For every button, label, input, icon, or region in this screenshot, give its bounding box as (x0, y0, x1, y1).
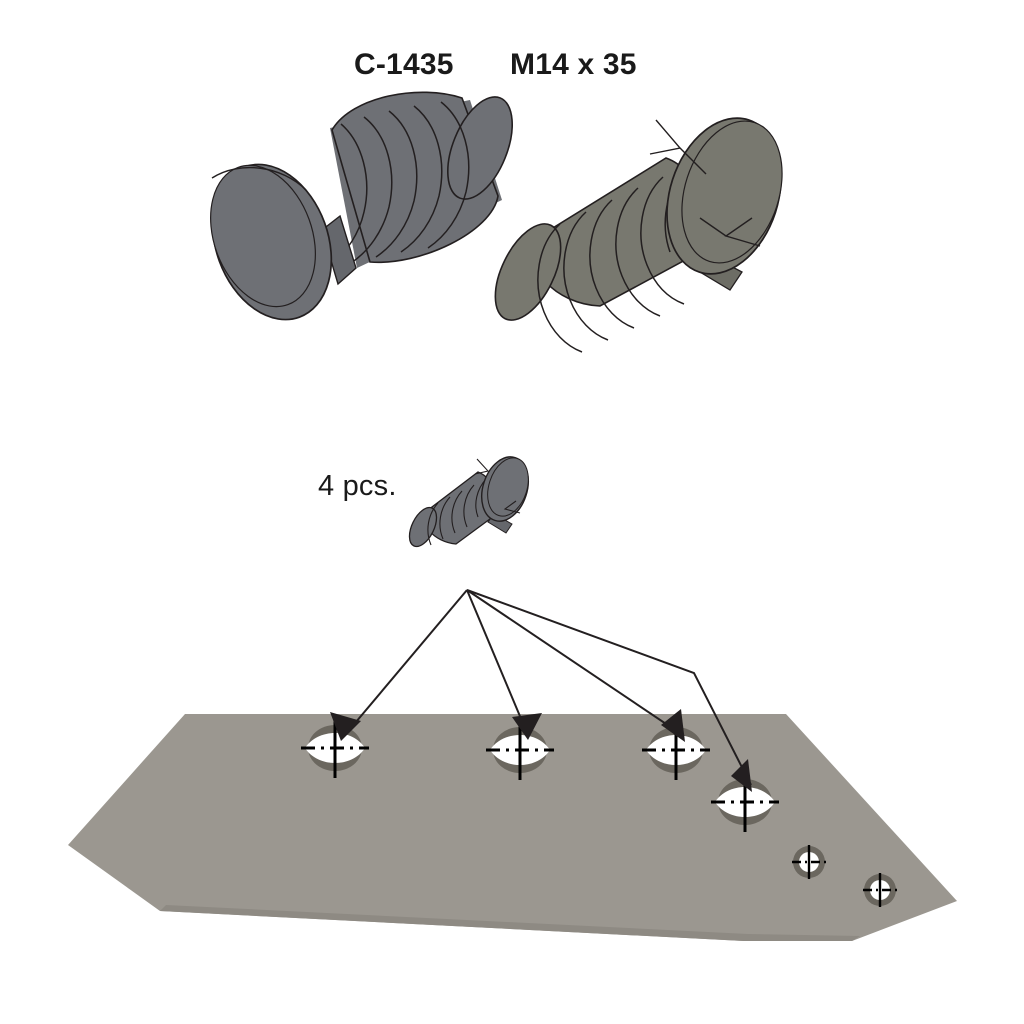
arrow-line-2 (466, 589, 528, 734)
callout-arrows (344, 589, 752, 786)
plate-hole-large-2 (486, 720, 554, 780)
part-spec-label: M14 x 35 (510, 48, 637, 81)
plate-hole-large-4 (711, 772, 779, 832)
arrow-line-3 (466, 589, 685, 737)
mounting-plate (68, 714, 957, 941)
plate-hole-small-2 (863, 873, 897, 907)
quantity-label: 4 pcs. (318, 470, 397, 502)
plate-hole-large-1 (301, 718, 369, 778)
part-code-label: C-1435 (354, 48, 454, 81)
bolt-small-callout (408, 456, 529, 548)
bolt-large-left (210, 91, 513, 321)
callout-arrowheads (330, 709, 752, 792)
bolt-large-right (494, 117, 783, 353)
arrow-line-1 (344, 589, 468, 736)
arrow-line-4 (466, 589, 752, 786)
plate-hole-small-1 (792, 845, 826, 879)
plate-hole-large-3 (642, 720, 710, 780)
